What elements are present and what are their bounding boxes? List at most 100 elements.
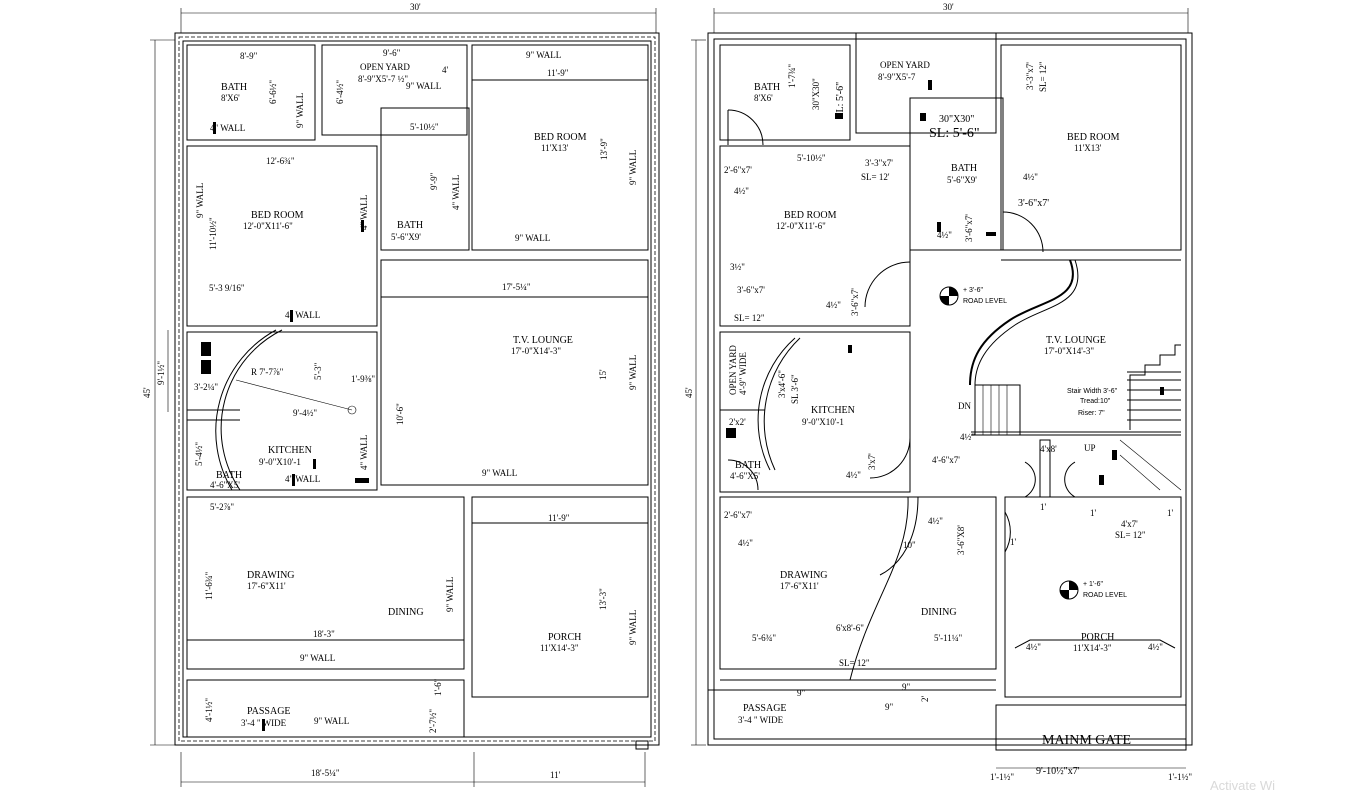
right-dim: SL 3'-6" <box>790 374 800 404</box>
left-room-drawing: DRAWING <box>247 570 295 581</box>
left-room-bath-2: BATH <box>397 220 423 231</box>
right-dim: 4½" <box>1026 642 1041 652</box>
left-dim: 9" WALL <box>314 716 349 726</box>
right-dim: 4½" <box>826 300 841 310</box>
left-dim: 1'-6" <box>433 678 443 696</box>
right-dim: 3'x4'-6" <box>777 370 787 398</box>
left-room-bedroom-1-size: 11'X13' <box>541 143 569 153</box>
right-room-passage-size: 3'-4 " WIDE <box>738 715 784 725</box>
right-dim: 3½" <box>730 262 745 272</box>
left-dim: 4'-1½" <box>204 698 214 722</box>
right-dim: SL= 12' <box>861 172 890 182</box>
right-room-porch: PORCH <box>1081 632 1114 643</box>
right-dim: 3'x7' <box>867 453 877 470</box>
right-room-kitchen-size: 9'-0"X10'-1 <box>802 417 844 427</box>
right-room-bath-1: BATH <box>754 82 780 93</box>
right-room-drawing-size: 17'-6"X11' <box>780 581 819 591</box>
right-floor-plan: 30' 45' <box>684 2 1193 782</box>
right-dim: 3'-6"X8' <box>956 525 966 555</box>
left-dim: 9" WALL <box>515 233 550 243</box>
right-room-bedroom-2: BED ROOM <box>784 210 837 221</box>
left-dim: 5'-4½" <box>194 442 204 466</box>
right-dim: 1' <box>1167 508 1174 518</box>
right-dim: 3'-3"x7' <box>865 158 893 168</box>
gate-dim-left: 1'-1½" <box>990 772 1014 782</box>
right-dim: 4'x8' <box>1040 444 1057 454</box>
right-dim: SL= 12" <box>1038 61 1048 92</box>
level-value-1: + 3'-6" <box>963 287 983 294</box>
right-dim: 1' <box>1010 537 1017 547</box>
right-dim: 10" <box>903 540 916 550</box>
right-room-bath-2: BATH <box>951 163 977 174</box>
right-dim: 1'-7¾" <box>787 64 797 88</box>
right-room-bedroom-1-size: 11'X13' <box>1074 143 1102 153</box>
left-room-kitchen-size: 9'-0"X10'-1 <box>259 457 301 467</box>
right-dim: 5'-6¾" <box>752 633 776 643</box>
right-dim: 3'-6"x7' <box>737 285 765 295</box>
right-dim: SL= 12" <box>734 313 765 323</box>
left-dim: 4" WALL <box>359 195 369 230</box>
left-dim: 12'-6¾" <box>266 156 295 166</box>
right-dim: 4½" <box>734 186 749 196</box>
left-room-porch-size: 11'X14'-3" <box>540 643 579 653</box>
right-dim: 30"X30" <box>811 78 821 110</box>
left-dim: 11'-10½" <box>208 217 218 250</box>
right-depth: 45' <box>684 387 694 398</box>
left-dim: 18'-3" <box>313 629 335 639</box>
left-dim: 9'-6" <box>383 48 401 58</box>
left-dim: 17'-5¼" <box>502 282 531 292</box>
main-gate-label: MAINM GATE <box>1042 733 1131 748</box>
left-room-bath-1: BATH <box>221 82 247 93</box>
left-dim: 4' <box>442 65 449 75</box>
right-room-kitchen: KITCHEN <box>811 405 855 416</box>
left-inner-depth: 9'-1½" <box>156 361 166 385</box>
right-dim: 4'x7' <box>1121 519 1138 529</box>
left-room-open-yard: OPEN YARD <box>360 62 410 72</box>
left-dim: 5'-2⅞" <box>210 502 234 512</box>
right-room-open-yard-1: OPEN YARD <box>880 60 930 70</box>
left-room-open-yard-size: 8'-9"X5'-7 ½" <box>358 74 408 84</box>
right-room-bedroom-1: BED ROOM <box>1067 132 1120 143</box>
left-dim: 1'-9⅜" <box>351 374 375 384</box>
left-dim: 9'-4½" <box>293 408 317 418</box>
level-label-1: ROAD LEVEL <box>963 298 1007 305</box>
right-room-bath-3-size: 4'-6"X5' <box>730 471 760 481</box>
left-room-bedroom-2: BED ROOM <box>251 210 304 221</box>
left-dim: 3'-2¼" <box>194 382 218 392</box>
right-room-tv-lounge-size: 17'-0"X14'-3" <box>1044 346 1094 356</box>
right-dim: DN <box>958 401 971 411</box>
left-room-bath-2-size: 5'-6"X9' <box>391 232 421 242</box>
left-dim: 9" WALL <box>628 610 638 645</box>
right-dim: SL= 12" <box>1115 530 1146 540</box>
right-dim: 2' <box>920 696 930 703</box>
left-dim: 15' <box>598 369 608 380</box>
right-dim: 4½" <box>846 470 861 480</box>
left-dim: 10'-6" <box>395 403 405 425</box>
left-room-porch: PORCH <box>548 632 581 643</box>
left-dim: R 7'-7⅞" <box>251 367 284 377</box>
left-dim: 4" WALL <box>285 474 320 484</box>
right-dim: 4½" <box>928 516 943 526</box>
right-dim: 2'x2' <box>729 417 746 427</box>
left-dim: 13'-9" <box>599 138 609 160</box>
left-dim: 9" WALL <box>628 150 638 185</box>
left-top-width: 30' <box>410 2 421 12</box>
left-dim: 4" WALL <box>285 310 320 320</box>
left-dim: 4" WALL <box>451 175 461 210</box>
left-room-bath-1-size: 8'X6' <box>221 93 240 103</box>
stair-note-width: Stair Width 3'-6" <box>1067 388 1118 395</box>
left-dim: 4" WALL <box>210 123 245 133</box>
left-dim: 5'-3 9/16" <box>209 283 245 293</box>
right-dim: UP <box>1084 443 1096 453</box>
right-dim: 3'-6"x7' <box>850 288 860 316</box>
left-room-passage: PASSAGE <box>247 706 291 717</box>
left-dim: 9" WALL <box>406 81 441 91</box>
right-dim: 4½" <box>1148 642 1163 652</box>
left-dim: 11'-9" <box>548 513 570 523</box>
right-top-width: 30' <box>943 2 954 12</box>
right-dim: 3'-6"x7' <box>1018 198 1049 209</box>
gate-dim-center: 9'-10½"x7' <box>1036 766 1080 777</box>
left-room-passage-size: 3'-4 " WIDE <box>241 718 287 728</box>
left-dim: 2'-7½" <box>428 709 438 733</box>
right-dim: 4½" <box>1023 172 1038 182</box>
